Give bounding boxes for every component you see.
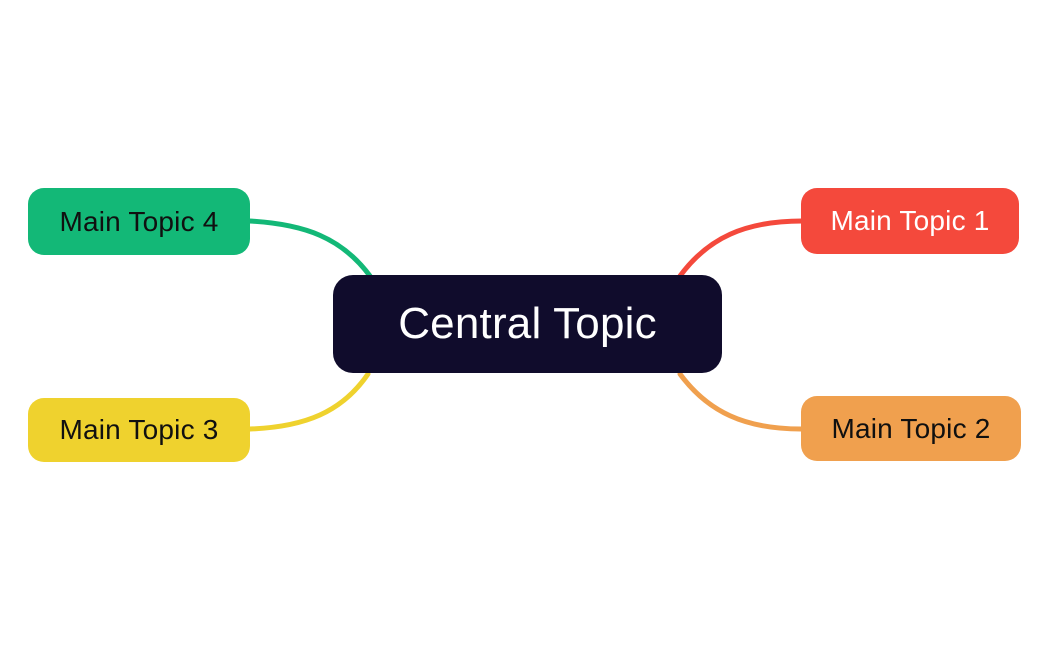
main-topic-4-label: Main Topic 4 — [59, 205, 219, 237]
connector-main-topic-1 — [677, 218, 805, 279]
central-topic-node[interactable]: Central Topic — [333, 275, 722, 373]
main-topic-2-node[interactable]: Main Topic 2 — [801, 396, 1021, 461]
connector-main-topic-2 — [677, 371, 804, 432]
main-topic-3-label: Main Topic 3 — [59, 414, 219, 445]
main-topic-2-label: Main Topic 2 — [831, 412, 991, 444]
main-topic-1-node[interactable]: Main Topic 1 — [801, 188, 1019, 254]
main-topic-4-node[interactable]: Main Topic 4 — [28, 188, 250, 255]
main-topic-3-node[interactable]: Main Topic 3 — [28, 398, 250, 462]
central-topic-label: Central Topic — [398, 299, 657, 348]
connector-main-topic-3 — [247, 371, 371, 432]
main-topic-1-label: Main Topic 1 — [830, 205, 990, 236]
connector-main-topic-4 — [246, 218, 373, 279]
